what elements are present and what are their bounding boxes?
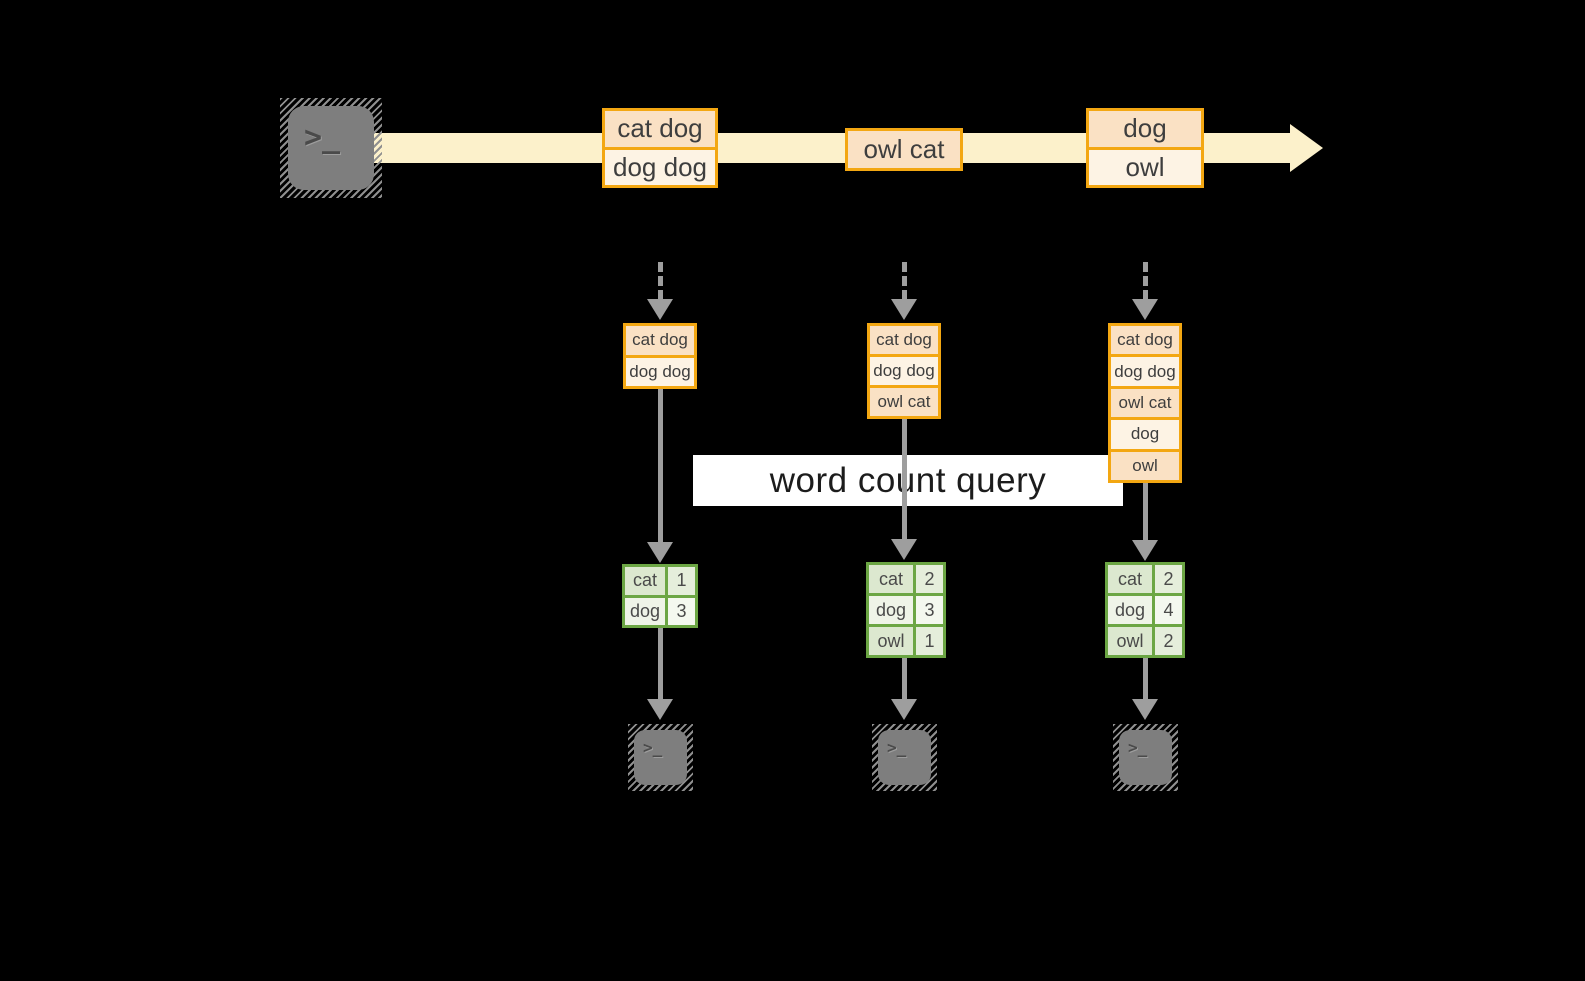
output-arrow-head-1 (647, 699, 673, 720)
state-record: owl cat (1111, 385, 1179, 418)
state-record: cat dog (1111, 326, 1179, 355)
source-terminal-icon: >_ (280, 98, 382, 198)
query-arrow-line-2 (902, 419, 907, 540)
query-arrow-line-3 (1143, 483, 1148, 541)
terminal-prompt-glyph: >_ (304, 120, 341, 155)
count-word: cat (625, 567, 668, 595)
stream-arrow-head (1290, 124, 1323, 172)
count-word: dog (625, 597, 668, 625)
count-table-3: cat 2 dog 4 owl 2 (1105, 562, 1185, 658)
stream-batch-2: owl cat (845, 128, 963, 171)
count-value: 2 (1155, 627, 1182, 655)
count-value: 4 (1155, 596, 1182, 624)
count-word: cat (1108, 565, 1155, 593)
stream-batch-1: cat dog dog dog (602, 108, 718, 188)
count-value: 3 (668, 597, 695, 625)
count-row: owl 2 (1108, 624, 1182, 655)
terminal-screen: >_ (1119, 730, 1172, 785)
state-record: owl cat (870, 385, 938, 416)
ingest-arrow-line-1 (658, 262, 663, 300)
ingest-arrow-head-2 (891, 299, 917, 320)
state-record: owl (1111, 448, 1179, 481)
count-value: 2 (1155, 565, 1182, 593)
state-box-3: cat dog dog dog owl cat dog owl (1108, 323, 1182, 483)
output-arrow-head-3 (1132, 699, 1158, 720)
query-label: word count query (769, 460, 1047, 500)
output-arrow-line-2 (902, 658, 907, 700)
terminal-screen: >_ (878, 730, 931, 785)
state-record: cat dog (626, 326, 694, 355)
terminal-prompt-glyph: >_ (1128, 738, 1148, 757)
state-box-2: cat dog dog dog owl cat (867, 323, 941, 419)
count-word: owl (1108, 627, 1155, 655)
ingest-arrow-head-3 (1132, 299, 1158, 320)
state-record: dog dog (870, 354, 938, 385)
ingest-arrow-line-3 (1143, 262, 1148, 300)
output-arrow-head-2 (891, 699, 917, 720)
query-arrow-head-3 (1132, 540, 1158, 561)
state-record: dog dog (626, 354, 694, 386)
state-record: dog (1111, 417, 1179, 449)
state-record: cat dog (870, 326, 938, 354)
state-box-1: cat dog dog dog (623, 323, 697, 389)
query-arrow-line-1 (658, 388, 663, 543)
count-word: owl (869, 627, 916, 655)
ingest-arrow-line-2 (902, 262, 907, 300)
terminal-prompt-glyph: >_ (887, 738, 907, 757)
count-row: dog 3 (869, 593, 943, 624)
count-word: dog (1108, 596, 1155, 624)
count-value: 1 (668, 567, 695, 595)
output-terminal-icon-2: >_ (872, 724, 937, 791)
count-table-2: cat 2 dog 3 owl 1 (866, 562, 946, 658)
terminal-prompt-glyph: >_ (643, 738, 663, 757)
query-banner: word count query (693, 455, 1123, 506)
output-terminal-icon-1: >_ (628, 724, 693, 791)
output-arrow-line-3 (1143, 658, 1148, 700)
record: owl (1089, 146, 1201, 185)
count-row: cat 2 (869, 565, 943, 593)
output-arrow-line-1 (658, 628, 663, 700)
count-row: cat 1 (625, 567, 695, 595)
count-word: dog (869, 596, 916, 624)
count-word: cat (869, 565, 916, 593)
query-arrow-head-1 (647, 542, 673, 563)
output-terminal-icon-3: >_ (1113, 724, 1178, 791)
terminal-screen: >_ (634, 730, 687, 785)
query-arrow-head-2 (891, 539, 917, 560)
record: dog (1089, 111, 1201, 147)
record: owl cat (848, 131, 960, 168)
count-row: cat 2 (1108, 565, 1182, 593)
ingest-arrow-head-1 (647, 299, 673, 320)
stream-batch-3: dog owl (1086, 108, 1204, 188)
count-value: 3 (916, 596, 943, 624)
count-row: dog 3 (625, 594, 695, 625)
count-value: 2 (916, 565, 943, 593)
record: cat dog (605, 111, 715, 147)
terminal-screen: >_ (288, 106, 374, 190)
count-row: owl 1 (869, 624, 943, 655)
record: dog dog (605, 146, 715, 185)
count-value: 1 (916, 627, 943, 655)
state-record: dog dog (1111, 354, 1179, 386)
count-row: dog 4 (1108, 593, 1182, 624)
count-table-1: cat 1 dog 3 (622, 564, 698, 628)
